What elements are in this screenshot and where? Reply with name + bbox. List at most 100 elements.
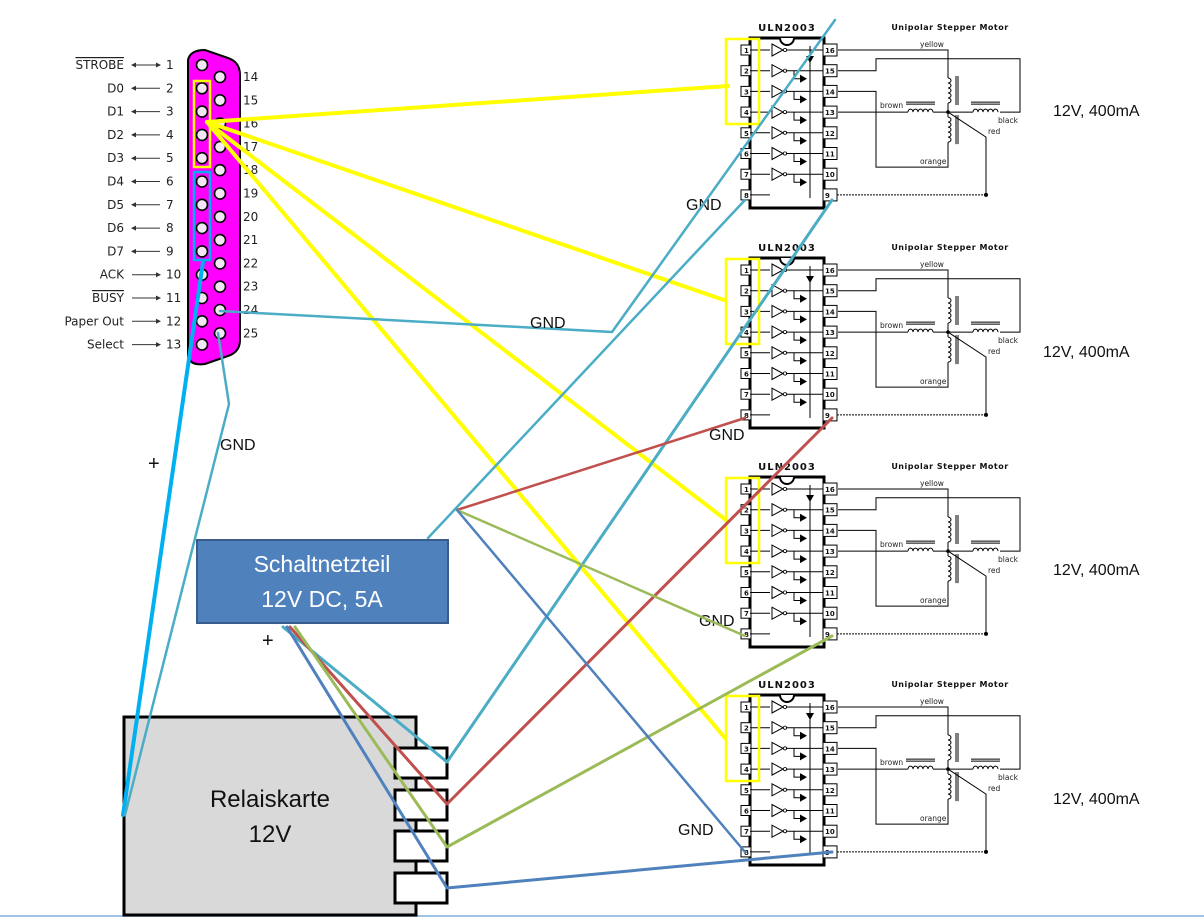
motor-wire-label-yellow: yellow <box>920 40 944 49</box>
coil-icon <box>972 108 999 113</box>
diode-lead <box>793 174 800 183</box>
pin-label-2: D0 <box>107 81 124 95</box>
chip-pin-number: 14 <box>825 745 835 753</box>
inverter-icon <box>771 482 785 496</box>
chip-pin-10 <box>822 824 838 838</box>
motor-wire-red <box>947 331 987 415</box>
diode-lead <box>793 290 800 300</box>
inverter-icon <box>771 167 785 182</box>
pin-number-10: 10 <box>166 268 181 282</box>
inverter-icon <box>771 43 785 57</box>
connector-pin-7 <box>195 198 209 212</box>
inverter-icon <box>771 345 785 360</box>
motor-wire-label-orange: orange <box>920 157 947 166</box>
chip-pin-number: 3 <box>744 745 749 753</box>
diode-icon <box>800 95 807 104</box>
power-supply-label-line1: Schaltnetzteil <box>254 551 391 577</box>
diode-lead <box>793 394 800 403</box>
chip-notch <box>779 694 795 703</box>
diode-icon <box>800 731 807 740</box>
gnd-wire-pin24 <box>218 18 837 334</box>
motor-wire-label-black: black <box>998 116 1019 125</box>
chip-pin-10 <box>822 606 838 620</box>
diode-icon <box>800 814 807 823</box>
diode-icon <box>800 315 807 324</box>
inverter-icon <box>771 762 785 776</box>
arrow-head-icon <box>131 62 136 68</box>
chip-pin-number: 4 <box>744 329 749 337</box>
chip-pin-15 <box>822 503 838 517</box>
coil-icon <box>972 328 999 333</box>
uln2003-chip <box>748 475 826 649</box>
pin-number-7: 7 <box>166 198 174 212</box>
diode-icon <box>800 793 807 802</box>
diode-lead <box>793 332 800 341</box>
plus-supply-wire <box>121 260 205 817</box>
coil-icon <box>947 77 952 104</box>
connector-pin-13 <box>195 338 209 351</box>
motor-wire-label-orange: orange <box>920 814 947 823</box>
motor-wire-label-red: red <box>988 347 1001 356</box>
pin-label-7: D5 <box>107 198 124 212</box>
chip-pin-14 <box>822 84 838 98</box>
pin-label-3: D1 <box>107 105 124 119</box>
coil-icon <box>907 328 934 333</box>
diode-icon <box>800 336 807 345</box>
pin-label-1: STROBE <box>75 58 124 72</box>
diode-lead <box>793 831 800 840</box>
chip-pin-13 <box>822 325 838 339</box>
chip-pin-number: 1 <box>744 704 749 712</box>
connector-pin-22 <box>213 257 227 270</box>
pin-label-12: Paper Out <box>64 314 124 328</box>
inverter-icon <box>771 146 785 161</box>
relay-card-label-line2: 12V <box>249 821 292 848</box>
chip-pin-number: 11 <box>825 151 835 159</box>
chip-pin-number: 1 <box>744 47 749 55</box>
pin-number-5: 5 <box>166 151 174 165</box>
relay-terminal-4 <box>393 871 449 905</box>
connector-pin-18 <box>213 163 227 177</box>
inverter-icon <box>771 782 785 797</box>
inverter-icon <box>771 564 785 579</box>
diode-lead <box>793 810 800 819</box>
connector-pin-20 <box>213 210 227 224</box>
chip-pin-number: 13 <box>825 109 835 117</box>
chip-pin-number: 13 <box>825 548 835 556</box>
relay-card: Relaiskarte 12V <box>122 715 449 917</box>
chip-pin-number: 1 <box>744 267 749 275</box>
inverter-icon <box>771 125 785 140</box>
pin-number-22: 22 <box>243 256 258 270</box>
motor-wire-label-brown: brown <box>880 101 903 110</box>
chip-title: ULN2003 <box>758 23 816 34</box>
supply-node <box>984 192 988 197</box>
motor-wire-orange <box>838 529 949 607</box>
chip-pin-11 <box>822 147 838 160</box>
motor-wire-label-black: black <box>998 773 1019 782</box>
chip-pin-number: 2 <box>744 68 749 76</box>
chip-title: ULN2003 <box>758 462 816 473</box>
diode-lead <box>793 551 800 560</box>
chip-pin-number: 10 <box>825 171 835 179</box>
chip-pin-number: 9 <box>825 412 830 420</box>
motor-wire-label-yellow: yellow <box>920 260 944 269</box>
chip-notch <box>779 37 795 46</box>
input-pins-highlight <box>724 37 761 126</box>
gnd-label-pin24: GND <box>530 315 566 332</box>
chip-pin-number: 12 <box>825 350 835 358</box>
diode-lead <box>793 352 800 362</box>
coil-icon <box>947 116 952 143</box>
data-wire-1 <box>205 84 730 124</box>
motor-wire-yellow <box>838 49 949 78</box>
diode-icon <box>800 398 807 407</box>
data-wire-2 <box>205 120 726 302</box>
diode-icon <box>800 835 807 844</box>
chip-pin-number: 14 <box>825 527 835 535</box>
diode-icon <box>800 575 807 584</box>
chip-pin-number: 11 <box>825 590 835 598</box>
inverter-icon <box>771 502 785 517</box>
arrow-head-icon <box>156 342 161 348</box>
motor-wire-black <box>838 497 1021 552</box>
pin-number-2: 2 <box>166 81 174 95</box>
motor-wire-label-red: red <box>988 127 1001 136</box>
